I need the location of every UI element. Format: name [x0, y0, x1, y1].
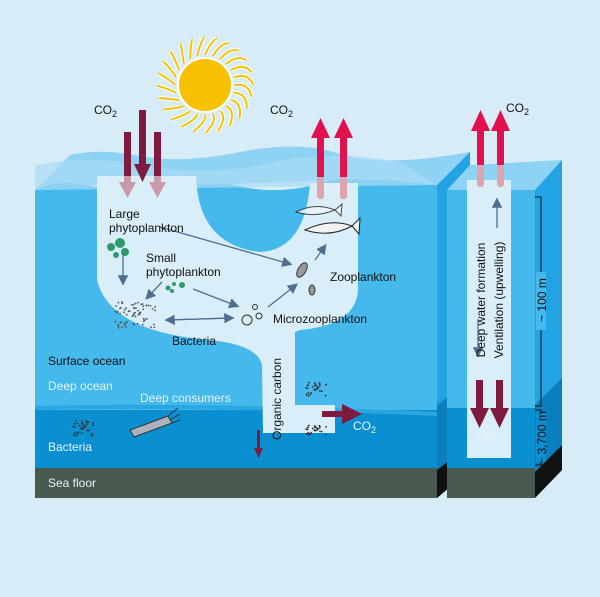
- bacteria-deep-label: Bacteria: [48, 440, 92, 454]
- sun-icon: [156, 35, 255, 135]
- depth-3700m-label: ~ 3,700 m: [535, 411, 549, 465]
- organic-carbon-label: Organic carbon: [270, 358, 284, 440]
- depth-100m-label: ~ 100 m: [535, 278, 549, 322]
- deep-water-formation-label: Deep water formation: [474, 243, 488, 358]
- small-phytoplankton-label-2: phytoplankton: [146, 265, 221, 279]
- large-phytoplankton-icon: [107, 238, 129, 258]
- bacteria-surface-label: Bacteria: [172, 334, 216, 348]
- co2-label-release: CO2: [270, 103, 293, 119]
- bacteria-deep-icon: [72, 381, 327, 437]
- sea-floor-label: Sea floor: [48, 476, 96, 490]
- carbon-pathway-channel: [97, 176, 358, 433]
- food-web-flow-arrows: [117, 197, 503, 358]
- microzooplankton-icon: [241, 304, 263, 326]
- co2-release-arrows: [311, 110, 510, 199]
- zooplankton-label: Zooplankton: [330, 270, 396, 284]
- surface-ocean-label: Surface ocean: [48, 354, 125, 368]
- co2-uptake-arrows: [119, 110, 166, 198]
- small-phytoplankton-label: Small: [146, 251, 176, 265]
- deep-ocean-label: Deep ocean: [48, 379, 113, 393]
- microzooplankton-label: Microzooplankton: [273, 312, 367, 326]
- fish-icon: [294, 202, 361, 236]
- large-phytoplankton-label-2: phytoplankton: [109, 221, 184, 235]
- co2-label-respiration: CO2: [353, 419, 376, 435]
- bacteria-surface-icon: [114, 301, 157, 329]
- zooplankton-icon: [296, 262, 316, 296]
- deep-consumers-label: Deep consumers: [140, 391, 231, 405]
- co2-label-upwelling: CO2: [506, 101, 529, 117]
- co2-label-uptake: CO2: [94, 103, 117, 119]
- co2-deep-arrows: [254, 380, 509, 458]
- co2-label-deep: CO2: [476, 429, 499, 445]
- large-phytoplankton-label: Large: [109, 207, 140, 221]
- small-phytoplankton-icon: [165, 282, 185, 293]
- ventilation-label: Ventilation (upwelling): [492, 242, 506, 359]
- deep-consumer-squid-icon: [129, 407, 181, 438]
